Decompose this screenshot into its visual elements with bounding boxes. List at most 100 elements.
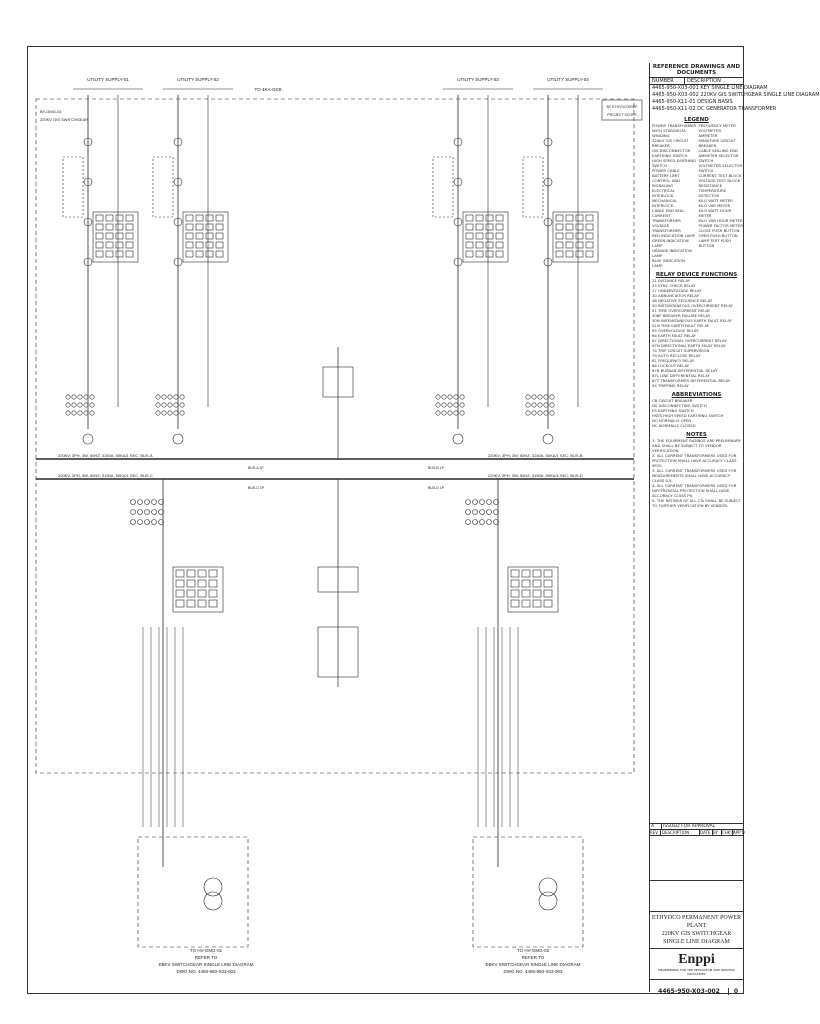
left-tag-2: 220KV GIS SWITCHGEAR bbox=[40, 117, 88, 122]
rev-letter: A bbox=[651, 824, 655, 829]
abbr-item-3: HSES HIGH SPEED EARTHING SWITCH bbox=[652, 413, 724, 418]
meter-icon-0-1-1 bbox=[71, 402, 77, 408]
meter-icon-3-1-2 bbox=[537, 402, 543, 408]
transformer-area-1 bbox=[472, 836, 584, 948]
meter-icon-2-0-2 bbox=[447, 394, 453, 400]
reference-drawings-title: REFERENCE DRAWINGS AND DOCUMENTS bbox=[650, 63, 743, 78]
relay-item-15: 79 AUTO RECLOSE RELAY bbox=[652, 353, 701, 358]
bus-label-d: BUS-D 1P bbox=[428, 486, 445, 490]
lower-relay-cell-0-1-0 bbox=[175, 579, 185, 588]
relay-cell-1-0-3 bbox=[215, 214, 224, 222]
legend-item-r-8: VOLTAGE TEST BLOCK bbox=[698, 178, 741, 183]
meter-icon-3-2-2 bbox=[537, 410, 543, 416]
legend-item-r-13: KILO VAR HOUR METER bbox=[698, 218, 743, 223]
legend-item-r-6: VOLTMETER SELECTOR SWITCH bbox=[698, 163, 743, 173]
legend: POWER TRANSFORMER WITH STAR/DELTA WINDIN… bbox=[650, 123, 743, 268]
lower-relay-panel-1 bbox=[507, 566, 559, 613]
transformer-area-0 bbox=[137, 836, 249, 948]
relay-item-21: 94 TRIPPING RELAY bbox=[652, 383, 689, 388]
lower-meter-0-2-2 bbox=[144, 519, 150, 525]
meter-icon-1-0-4 bbox=[179, 394, 185, 400]
relay-cell-0-1-1 bbox=[105, 223, 114, 231]
relay-cell-1-3-2 bbox=[205, 241, 214, 249]
relay-cell-0-2-3 bbox=[125, 232, 134, 240]
legend-item-13: RED INDICATION LAMP bbox=[652, 233, 695, 238]
ct-symbol-2-1 bbox=[453, 177, 463, 187]
meter-icon-1-1-3 bbox=[173, 402, 179, 408]
relay-item-0: 21 DISTANCE RELAY bbox=[652, 278, 691, 283]
project-title: ETHYDCO PERMANENT POWER PLANT bbox=[651, 915, 742, 929]
lower-meter-0-1-1 bbox=[137, 509, 143, 515]
lower-meter-1-1-2 bbox=[479, 509, 485, 515]
rev-col-rev: REV bbox=[650, 830, 659, 835]
abbr-item-1: DS DISCONNECTING SWITCH bbox=[652, 403, 707, 408]
breaker-1 bbox=[172, 433, 184, 445]
legend-item-14: GREEN INDICATION LAMP bbox=[652, 238, 689, 248]
relay-cell-0-2-1 bbox=[105, 232, 114, 240]
legend-item-r-1: VOLTMETER bbox=[698, 128, 721, 133]
meter-icon-1-1-0 bbox=[155, 402, 161, 408]
lower-relay-cell-0-3-3 bbox=[208, 599, 218, 608]
relay-item-11: 64 EARTH FAULT RELAY bbox=[652, 333, 696, 338]
coupler-relay-panel bbox=[317, 566, 359, 593]
rev-col-by: BY bbox=[712, 830, 721, 835]
meter-icon-0-1-2 bbox=[77, 402, 83, 408]
meter-icon-2-0-3 bbox=[453, 394, 459, 400]
lower-relay-cell-1-3-0 bbox=[510, 599, 520, 608]
reference-row-2: 4465-950-X11-01 DESIGN BASIS bbox=[652, 99, 733, 105]
meter-icon-2-0-1 bbox=[441, 394, 447, 400]
relay-cell-2-2-2 bbox=[485, 232, 494, 240]
lower-relay-panel-0 bbox=[172, 566, 224, 613]
relay-cell-3-3-2 bbox=[575, 241, 584, 249]
company-subtitle: ENGINEERING FOR THE PETROLEUM AND PROCES… bbox=[658, 968, 735, 976]
relay-cell-2-0-3 bbox=[495, 214, 504, 222]
relay-cell-0-4-3 bbox=[125, 250, 134, 258]
relay-cell-3-3-3 bbox=[585, 241, 594, 249]
legend-item-7: CONTROL AND SIGNALING bbox=[652, 178, 681, 188]
lower-meter-0-1-2 bbox=[144, 509, 150, 515]
disclaimer-area bbox=[650, 836, 743, 881]
legend-title: LEGEND bbox=[684, 117, 709, 123]
relay-cell-3-1-0 bbox=[555, 223, 564, 231]
lower-relay-cell-0-1-1 bbox=[186, 579, 196, 588]
bottom-left-line-2: EBKV SWITCHGEAR SINGLE LINE DIAGRAM bbox=[158, 962, 253, 967]
lower-relay-cell-0-2-3 bbox=[208, 589, 218, 598]
meter-icon-3-1-1 bbox=[531, 402, 537, 408]
relay-cell-2-4-0 bbox=[465, 250, 474, 258]
legend-item-r-12: KILO WATT HOUR METER bbox=[698, 208, 732, 218]
relay-cell-0-3-0 bbox=[95, 241, 104, 249]
top-feeder-label: TO 4KA-GKB bbox=[255, 87, 282, 92]
legend-item-10: CABLE END SEAL bbox=[652, 208, 685, 213]
meter-icon-0-0-0 bbox=[65, 394, 71, 400]
transformer-b-0 bbox=[203, 891, 223, 911]
relay-cell-3-0-0 bbox=[555, 214, 564, 222]
meter-icon-3-1-4 bbox=[549, 402, 555, 408]
relay-cell-3-4-2 bbox=[575, 250, 584, 258]
meter-icon-1-0-1 bbox=[161, 394, 167, 400]
relay-item-4: 46 NEGATIVE SEQUENCE RELAY bbox=[652, 298, 713, 303]
ct-symbol-0-3 bbox=[83, 257, 93, 267]
relay-cell-1-4-3 bbox=[215, 250, 224, 258]
legend-item-r-14: POWER FACTOR METER bbox=[698, 223, 743, 228]
lower-relay-cell-1-0-1 bbox=[521, 569, 531, 578]
meter-icon-3-1-3 bbox=[543, 402, 549, 408]
relay-cell-0-3-1 bbox=[105, 241, 114, 249]
relay-cell-0-2-0 bbox=[95, 232, 104, 240]
lower-relay-cell-1-1-1 bbox=[521, 579, 531, 588]
lower-relay-cell-1-0-0 bbox=[510, 569, 520, 578]
ct-group-1 bbox=[152, 156, 174, 218]
legend-item-r-15: CLOSE PUSH BUTTON bbox=[698, 228, 740, 233]
ct-group-2 bbox=[432, 156, 454, 218]
lower-meter-0-2-0 bbox=[130, 519, 136, 525]
meter-icon-3-0-4 bbox=[549, 394, 555, 400]
lower-relay-cell-0-2-1 bbox=[186, 589, 196, 598]
lower-meter-0-0-1 bbox=[137, 499, 143, 505]
breaker-2 bbox=[452, 433, 464, 445]
relay-item-2: 27 UNDERVOLTAGE RELAY bbox=[652, 288, 702, 293]
rev-col-chkd: CHK'D bbox=[721, 830, 735, 835]
meter-icon-0-0-2 bbox=[77, 394, 83, 400]
lower-meter-1-2-4 bbox=[493, 519, 499, 525]
meter-icon-0-0-4 bbox=[89, 394, 95, 400]
